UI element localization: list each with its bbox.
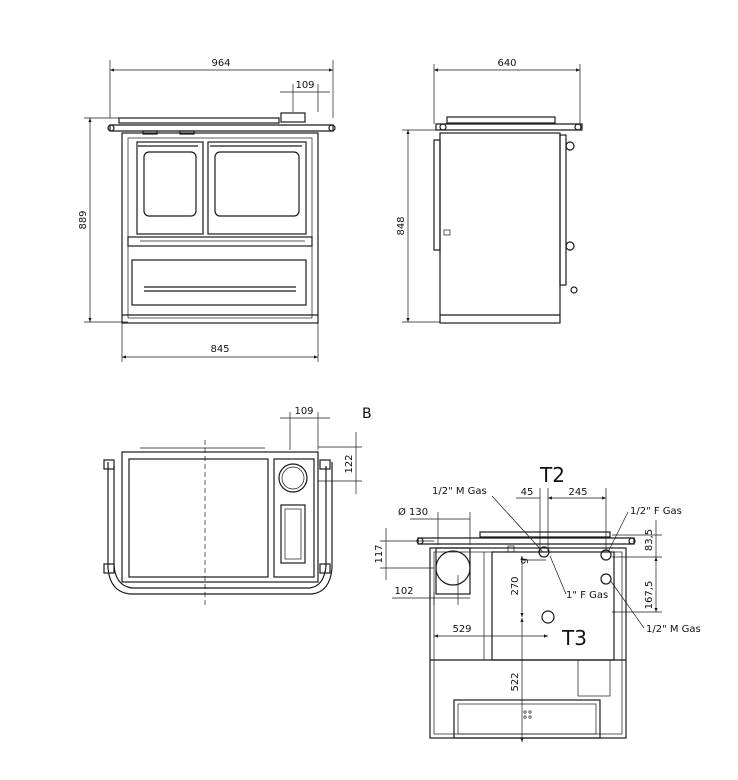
label-t2: T2 [539,463,565,487]
label-t3: T3 [561,626,587,650]
gas-half-m-right: 1/2" M Gas [646,624,701,635]
dim-245: 245 [568,487,587,498]
dim-122: 122 [344,454,355,473]
dim-270: 270 [510,576,521,595]
gas-one-f: 1" F Gas [566,590,608,601]
rear-view: T2 T3 45 245 1/2" M Gas 1/2" F Gas 1" F … [374,463,701,742]
gas-half-m-top: 1/2" M Gas [432,486,487,497]
dim-109-top: 109 [294,406,313,417]
dim-109-front: 109 [295,80,314,91]
dim-diam-130: Ø 130 [398,506,428,518]
dim-117: 117 [374,544,385,563]
dim-9: 9 [520,558,531,564]
top-view: B 109 122 [103,406,372,605]
dim-529: 529 [452,624,471,635]
label-b: B [362,406,372,422]
dim-889: 889 [78,210,89,229]
dim-522: 522 [510,672,521,691]
front-view: 964 109 889 845 [78,58,336,362]
dim-102: 102 [394,586,413,597]
dim-640: 640 [497,58,516,69]
dim-964: 964 [211,58,230,69]
side-view: 640 848 [396,58,583,324]
dim-848: 848 [396,216,407,235]
dim-83-5: 83,5 [644,529,655,551]
dim-167-5: 167,5 [644,581,655,610]
gas-half-f: 1/2" F Gas [630,506,682,517]
dim-45: 45 [521,487,534,498]
dim-845: 845 [210,344,229,355]
